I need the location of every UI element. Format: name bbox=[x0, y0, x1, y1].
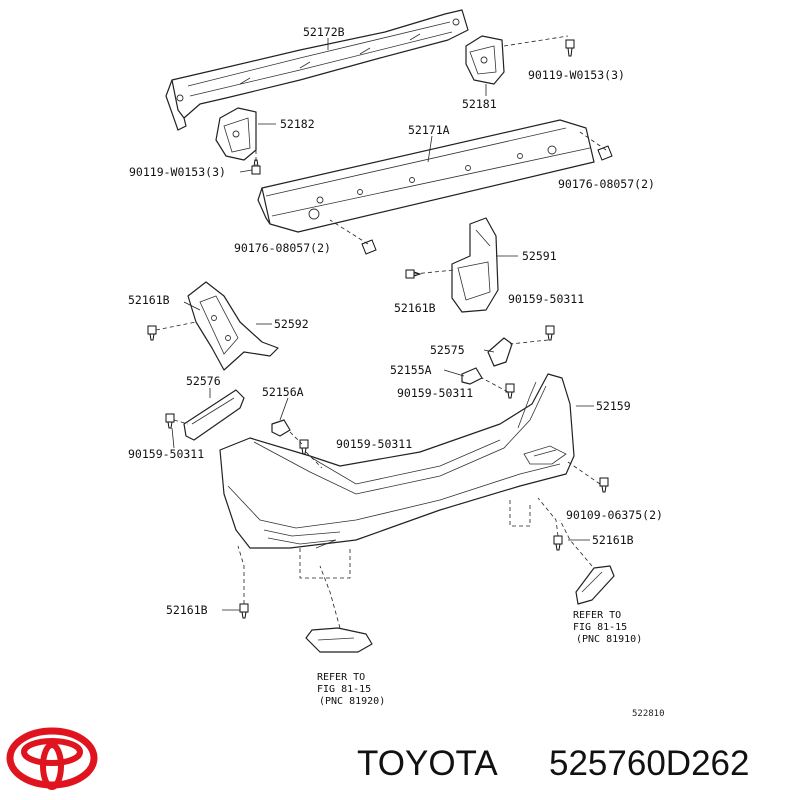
clip-90176-right bbox=[597, 145, 613, 161]
support-52576 bbox=[183, 389, 245, 441]
assembly-lines bbox=[155, 35, 607, 629]
label-52592: 52592 bbox=[274, 317, 309, 331]
screw-90159-d bbox=[165, 413, 175, 429]
leader-lines bbox=[171, 38, 594, 611]
ref-left-line1: REFER TO bbox=[317, 672, 365, 683]
clip-52161b-low-right bbox=[553, 535, 563, 551]
spacer-52156a bbox=[271, 419, 291, 437]
ref-right-line1: REFER TO bbox=[573, 610, 621, 621]
label-52591: 52591 bbox=[522, 249, 557, 263]
label-90109: 90109-06375(2) bbox=[566, 508, 663, 522]
support-52575 bbox=[487, 337, 513, 367]
spacer-52155a bbox=[461, 367, 483, 385]
label-52181: 52181 bbox=[462, 97, 497, 111]
label-52161b-a: 52161B bbox=[128, 293, 170, 307]
labels: 52172B 52181 52182 90119-W0153(3) 90119-… bbox=[128, 25, 665, 719]
clip-90176-lower bbox=[361, 239, 377, 255]
label-90176-lower: 90176-08057(2) bbox=[234, 241, 331, 255]
label-52575: 52575 bbox=[430, 343, 465, 357]
screw-90109 bbox=[599, 477, 609, 493]
bolt-90119-left bbox=[251, 159, 261, 175]
clip-52161b-left bbox=[147, 325, 157, 341]
label-90159-c: 90159-50311 bbox=[336, 437, 412, 451]
reflector-left bbox=[305, 627, 373, 653]
ref-left-line2: FIG 81-15 bbox=[317, 684, 371, 695]
label-52576: 52576 bbox=[186, 374, 221, 388]
ref-left-line3: (PNC 81920) bbox=[319, 696, 385, 707]
fasteners bbox=[147, 39, 613, 619]
diagram-code: 522810 bbox=[632, 709, 665, 719]
label-52159: 52159 bbox=[596, 399, 631, 413]
label-52161b-d: 52161B bbox=[166, 603, 208, 617]
label-90159-d: 90159-50311 bbox=[128, 447, 204, 461]
bumper-cover-52159 bbox=[219, 373, 575, 549]
screw-90159-c bbox=[299, 439, 309, 455]
ref-right-line2: FIG 81-15 bbox=[573, 622, 627, 633]
label-90159-b: 90159-50311 bbox=[397, 386, 473, 400]
screw-90159-b bbox=[505, 383, 515, 399]
label-52172b: 52172B bbox=[303, 25, 345, 39]
label-90159-a: 90159-50311 bbox=[508, 292, 584, 306]
label-90119-left: 90119-W0153(3) bbox=[129, 165, 226, 179]
footer-part-number: 525760D262 bbox=[549, 744, 749, 783]
label-52161b-b: 52161B bbox=[394, 301, 436, 315]
toyota-logo bbox=[6, 727, 98, 790]
label-52171a: 52171A bbox=[408, 123, 450, 137]
label-52161b-c: 52161B bbox=[592, 533, 634, 547]
retainer-52591 bbox=[451, 217, 499, 313]
bracket-52181 bbox=[465, 35, 505, 85]
screw-90159-a bbox=[545, 325, 555, 341]
retainer-52592 bbox=[187, 281, 279, 371]
label-90119-right: 90119-W0153(3) bbox=[528, 68, 625, 82]
label-52156a: 52156A bbox=[262, 385, 304, 399]
clip-52161b-low-left bbox=[239, 603, 249, 619]
label-90176-right: 90176-08057(2) bbox=[558, 177, 655, 191]
ref-right-line3: (PNC 81910) bbox=[576, 634, 642, 645]
reflector-right bbox=[575, 565, 615, 605]
footer-brand: TOYOTA bbox=[357, 744, 498, 783]
label-52182: 52182 bbox=[280, 117, 315, 131]
label-52155a: 52155A bbox=[390, 363, 432, 377]
bracket-52182 bbox=[215, 107, 257, 161]
absorber-52171a bbox=[257, 119, 595, 233]
bolt-90119-right bbox=[565, 39, 575, 57]
